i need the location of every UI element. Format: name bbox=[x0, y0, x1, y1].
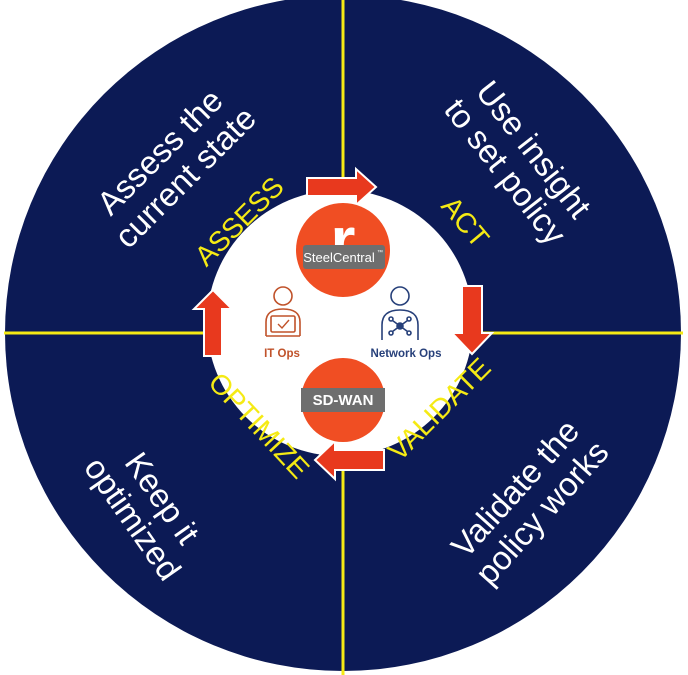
arrow-optimize-to-assess-icon bbox=[191, 288, 235, 357]
cycle-arrow-icon bbox=[191, 166, 495, 482]
arrow-validate-to-optimize-icon bbox=[313, 438, 385, 482]
arrow-act-to-validate-icon bbox=[449, 285, 495, 356]
center-hub bbox=[207, 190, 473, 456]
sdwan-logo-icon: SD-WAN bbox=[301, 358, 385, 442]
steelcentral-logo-icon: r SteelCentral ™ bbox=[296, 203, 390, 297]
steelcentral-trademark: ™ bbox=[377, 249, 383, 256]
sdwan-label: SD-WAN bbox=[313, 392, 374, 409]
it-ops-label: IT Ops bbox=[264, 348, 300, 360]
it-ops-person-laptop-icon bbox=[265, 286, 301, 337]
steelcentral-label: SteelCentral bbox=[303, 250, 375, 265]
steelcentral-label-band bbox=[303, 245, 385, 269]
arrow-assess-to-act-icon bbox=[306, 166, 378, 208]
network-ops-person-network-icon bbox=[381, 286, 419, 340]
sdwan-label-band bbox=[301, 388, 385, 412]
network-ops-label: Network Ops bbox=[371, 348, 442, 360]
